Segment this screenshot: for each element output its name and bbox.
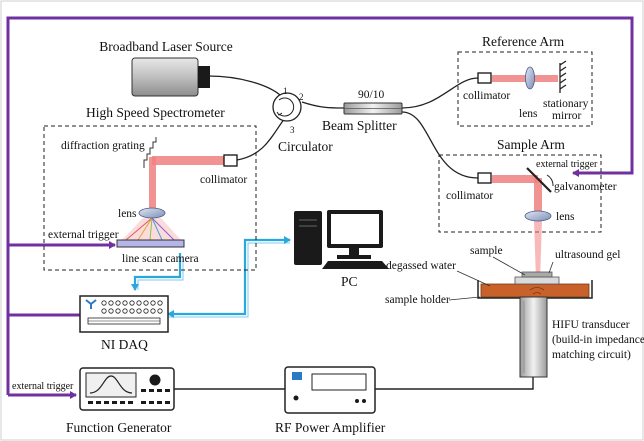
hifu-label-2: (build-in impedance	[552, 334, 644, 346]
sample-lens-label: lens	[556, 211, 575, 223]
reference-arm-box	[457, 51, 593, 127]
circulator-port-2: 2	[299, 92, 304, 102]
rf-power-amplifier-device	[284, 366, 376, 414]
spectrometer-box	[43, 125, 257, 271]
diffraction-grating	[143, 137, 157, 168]
sample-label: sample	[470, 245, 503, 257]
spectrometer-lens	[138, 207, 166, 219]
galvanometer-mirror	[526, 167, 552, 193]
spectrometer-beam	[122, 156, 224, 241]
circulator-label: Circulator	[278, 139, 333, 154]
optical-fibers	[207, 75, 479, 179]
ni-daq-label: NI DAQ	[101, 337, 148, 352]
hifu-label-1: HIFU transducer	[552, 319, 630, 331]
circulator-port-3: 3	[290, 125, 295, 135]
hifu-label-3: matching circuit)	[552, 349, 631, 361]
line-scan-camera-label: line scan camera	[122, 253, 199, 265]
sample-leader	[492, 256, 526, 276]
pc-label: PC	[341, 274, 358, 289]
sample-lens	[524, 210, 552, 222]
electrical-cables	[174, 377, 534, 390]
sample-holder	[477, 271, 593, 299]
sample-holder-label: sample holder	[385, 294, 450, 306]
sample-beam-horizontal	[492, 175, 538, 183]
reference-collimator-label: collimator	[463, 90, 510, 102]
hifu-transducer	[519, 296, 548, 378]
spectrometer-collimator-label: collimator	[200, 174, 247, 186]
diffraction-grating-label: diffraction grating	[61, 140, 145, 152]
function-generator-label: Function Generator	[66, 420, 172, 435]
gel-leader	[548, 261, 554, 274]
fg-trigger-label: external trigger	[12, 381, 74, 392]
holder-leader	[448, 296, 481, 301]
reference-arm-label: Reference Arm	[482, 34, 565, 49]
reference-lens	[525, 66, 535, 90]
split-ratio-label: 90/10	[358, 89, 384, 101]
spectrometer-collimator	[223, 154, 238, 167]
broadband-laser-source	[131, 57, 210, 97]
trigger-lines	[6, 16, 634, 399]
sample-collimator-label: collimator	[446, 190, 493, 202]
pc-computer	[294, 210, 389, 269]
spectrometer-lens-label: lens	[118, 208, 137, 220]
sample-beam-vertical	[534, 178, 542, 214]
water-leader	[456, 270, 491, 287]
stationary-mirror-label-2: mirror	[552, 110, 582, 122]
sample-beam-focus	[534, 220, 542, 280]
galvanometer-housing	[546, 174, 554, 187]
spectrometer-label: High Speed Spectrometer	[86, 105, 225, 120]
ni-daq-device	[79, 295, 169, 333]
reference-lens-label: lens	[519, 108, 538, 120]
beam-splitter	[343, 102, 403, 115]
line-scan-camera	[116, 239, 185, 248]
reference-collimator	[477, 72, 492, 84]
stationary-mirror	[559, 60, 567, 93]
camera-trigger-label: external trigger	[48, 229, 119, 241]
function-generator-device	[79, 367, 175, 411]
laser-source-label: Broadband Laser Source	[99, 39, 232, 54]
data-lines	[131, 236, 291, 318]
sample-collimator	[477, 172, 492, 184]
rf-amplifier-label: RF Power Amplifier	[275, 420, 386, 435]
stationary-mirror-label-1: stationary	[543, 98, 589, 110]
circulator-port-1: 1	[283, 86, 288, 96]
circulator	[272, 92, 302, 122]
ultrasound-gel-label: ultrasound gel	[555, 249, 620, 261]
sample-arm-box	[438, 154, 602, 233]
galvanometer-label: galvanometer	[554, 181, 617, 193]
beam-splitter-label: Beam Splitter	[322, 118, 397, 133]
galvo-trigger-label: external trigger	[536, 159, 598, 170]
sample-arm-label: Sample Arm	[497, 137, 565, 152]
reference-beam	[492, 75, 558, 82]
degassed-water-label: degassed water	[386, 260, 456, 272]
